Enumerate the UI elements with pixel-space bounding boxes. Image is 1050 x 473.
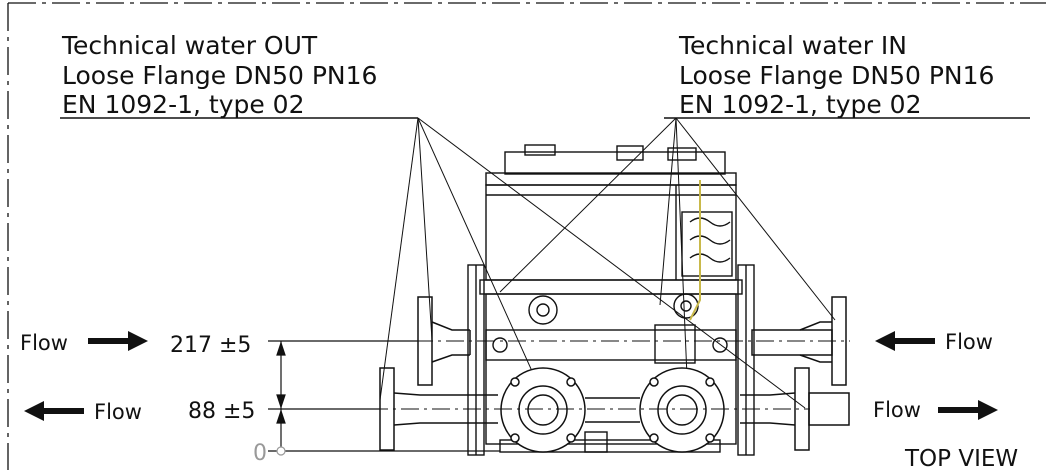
accent-pipe	[689, 180, 701, 321]
machine-assembly	[467, 144, 755, 456]
callout-out-line3: EN 1092-1, type 02	[62, 90, 305, 119]
flow-label-right-lower: Flow	[873, 398, 921, 422]
leader-lines	[379, 117, 836, 409]
callout-out-line2: Loose Flange DN50 PN16	[62, 61, 377, 90]
datum-circle	[276, 446, 286, 456]
drawing-frame	[7, 2, 1046, 470]
flange-right	[639, 367, 725, 453]
view-label: TOP VIEW	[904, 446, 1018, 472]
flow-label-right-upper: Flow	[945, 330, 993, 354]
arrow-right-icon	[88, 331, 148, 351]
upper-pipe	[415, 296, 850, 386]
flange-left	[500, 367, 586, 453]
flow-label-left-lower: Flow	[94, 400, 142, 424]
lower-pipe	[370, 367, 850, 451]
callout-out-line1: Technical water OUT	[61, 31, 318, 60]
flow-left-lower: Flow	[24, 400, 142, 424]
arrow-left-icon	[24, 401, 84, 421]
flow-right-lower: Flow	[873, 398, 998, 422]
flow-right-upper: Flow	[875, 330, 993, 354]
arrow-right-icon	[938, 400, 998, 420]
flow-left-upper: Flow	[20, 331, 148, 355]
dimension-lower: 88 ±5	[188, 399, 255, 424]
callout-in-line2: Loose Flange DN50 PN16	[679, 61, 994, 90]
arrow-left-icon	[875, 331, 935, 351]
callout-in-line3: EN 1092-1, type 02	[679, 90, 922, 119]
dimension-upper: 217 ±5	[170, 333, 251, 358]
callout-in-line1: Technical water IN	[678, 31, 907, 60]
callout-water-out: Technical water OUT Loose Flange DN50 PN…	[60, 31, 418, 119]
dimension-lines	[268, 340, 500, 452]
flow-label-left-upper: Flow	[20, 331, 68, 355]
dimension-zero: 0	[253, 441, 267, 466]
callout-water-in: Technical water IN Loose Flange DN50 PN1…	[664, 31, 1030, 119]
